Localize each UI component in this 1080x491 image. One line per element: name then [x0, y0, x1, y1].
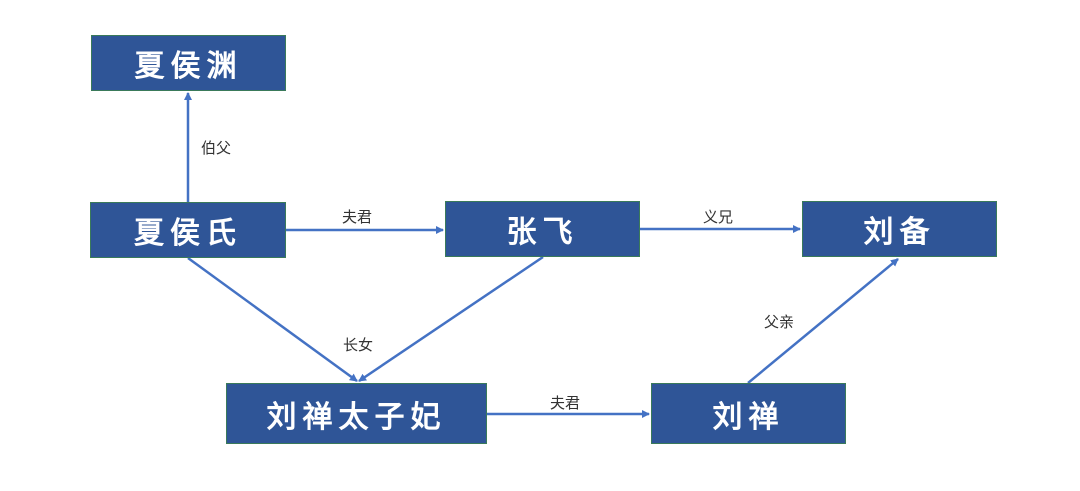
edge-label-fujun-liushan: 夫君 [550, 394, 581, 412]
node-taizifei: 刘禅太子妃 [226, 383, 487, 444]
node-xiahoushi: 夏侯氏 [90, 202, 286, 258]
edge-label-bofu: 伯父 [201, 139, 232, 157]
arrow-liushan-to-liubei [747, 258, 899, 384]
node-liubei: 刘备 [802, 201, 997, 257]
arrow-xiahoushi-to-taizifei [187, 256, 358, 383]
node-xiahouyuan: 夏侯渊 [91, 35, 286, 91]
arrow-zhangfei-to-taizifei [358, 255, 544, 383]
edge-label-yixiong: 义兄 [703, 208, 734, 226]
edge-label-zhangnv: 长女 [343, 336, 374, 354]
edge-label-fuqin: 父亲 [764, 313, 795, 331]
node-zhangfei: 张飞 [445, 201, 640, 257]
node-liushan: 刘禅 [651, 383, 846, 444]
edge-label-fujun-zhangfei: 夫君 [342, 208, 373, 226]
